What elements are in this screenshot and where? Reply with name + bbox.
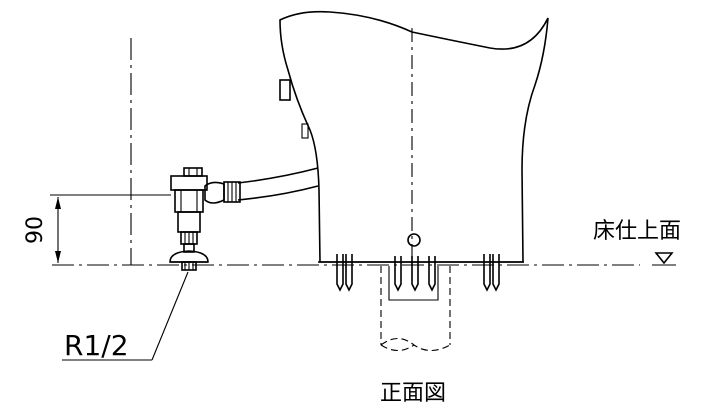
pipe-size-leader	[62, 271, 189, 361]
dimension-90	[50, 194, 171, 263]
urinal-body	[279, 10, 549, 263]
drain-pipe-hidden	[380, 266, 451, 352]
view-title: 正面図	[380, 381, 446, 406]
drain-bracket	[388, 266, 439, 301]
floor-finish-label: 床仕上面	[593, 219, 681, 244]
flush-valve	[169, 167, 209, 271]
supply-hose	[237, 167, 319, 201]
dimension-90-label: 90	[23, 216, 48, 244]
drain-hole	[407, 233, 421, 247]
hose-coupling	[204, 181, 241, 204]
pipe-size-label: R1/2	[64, 329, 129, 362]
floor-level-triangle	[654, 252, 674, 265]
anchor-bolts	[336, 254, 500, 292]
side-button-tab	[301, 123, 309, 139]
side-button	[279, 79, 291, 101]
